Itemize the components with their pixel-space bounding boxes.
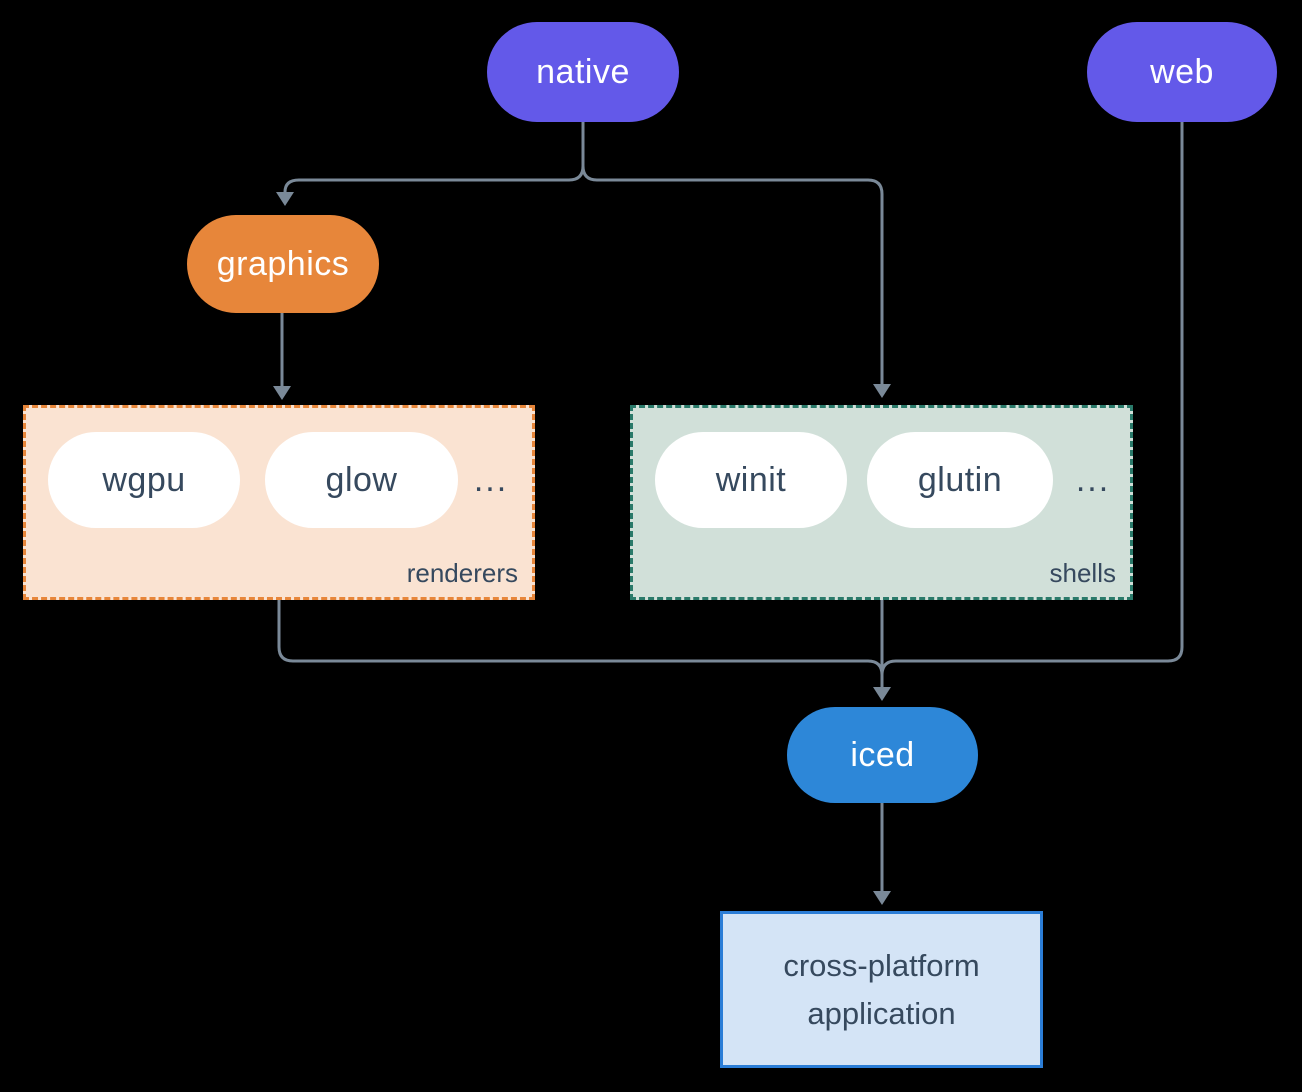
arrowhead-renderers	[273, 386, 291, 400]
shells-ellipsis: ...	[1075, 460, 1111, 499]
edge-native-to-graphics	[283, 165, 585, 193]
node-graphics: graphics	[187, 215, 379, 313]
node-winit-label: winit	[715, 460, 787, 499]
edge-renderers-to-iced	[277, 600, 884, 676]
arrowhead-graphics	[276, 192, 294, 206]
node-glow-label: glow	[325, 460, 398, 499]
renderers-group-label: renderers	[406, 558, 518, 588]
node-graphics-label: graphics	[216, 244, 350, 283]
application-label-line2: application	[807, 995, 956, 1031]
arrowhead-shells	[873, 384, 891, 398]
arrowhead-application	[873, 891, 891, 905]
node-web-label: web	[1150, 52, 1214, 91]
group-renderers: wgpu glow ... renderers	[23, 405, 535, 600]
node-web: web	[1087, 22, 1277, 122]
node-iced-label: iced	[850, 735, 915, 774]
node-winit: winit	[655, 432, 847, 528]
node-glutin-label: glutin	[917, 460, 1003, 499]
node-cross-platform-application: cross-platform application	[720, 911, 1043, 1068]
application-label-line1: cross-platform	[783, 947, 980, 983]
node-glutin: glutin	[867, 432, 1053, 528]
node-glow: glow	[265, 432, 458, 528]
node-wgpu: wgpu	[48, 432, 240, 528]
node-native-label: native	[536, 52, 630, 91]
renderers-ellipsis: ...	[473, 460, 509, 499]
shells-group-label: shells	[1049, 558, 1116, 588]
node-iced: iced	[787, 707, 978, 803]
edge-native-to-shells	[581, 165, 884, 385]
node-native: native	[487, 22, 679, 122]
node-wgpu-label: wgpu	[102, 460, 186, 499]
edge-web-to-iced	[880, 122, 1184, 676]
group-shells: winit glutin ... shells	[630, 405, 1133, 600]
arrowhead-iced	[873, 687, 891, 701]
